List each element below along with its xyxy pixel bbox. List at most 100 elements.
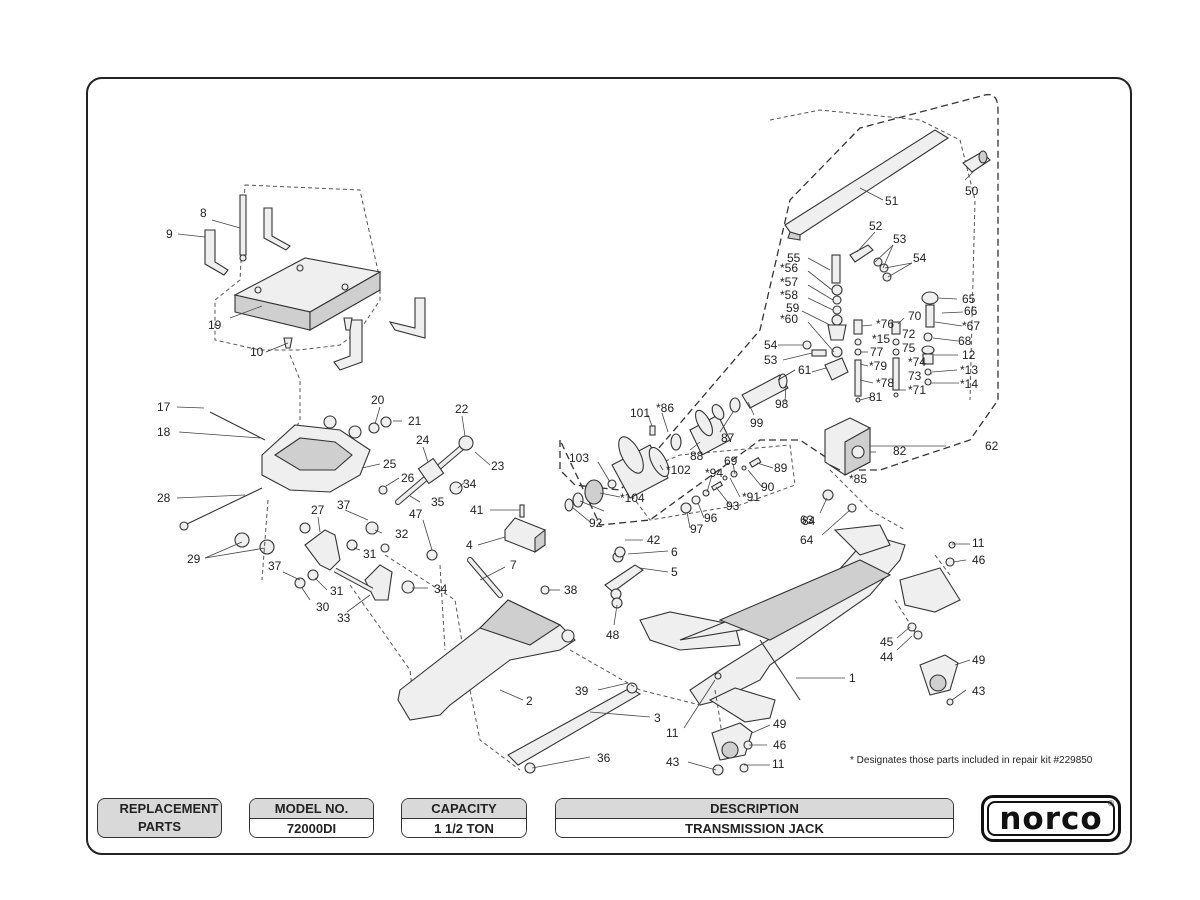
reservoir-block bbox=[824, 417, 871, 476]
model-number-label: MODEL NO. bbox=[250, 799, 373, 819]
callout: 103 bbox=[569, 451, 589, 465]
callout: 37 bbox=[337, 498, 351, 512]
callout: *71 bbox=[908, 383, 926, 397]
callout: 20 bbox=[371, 393, 385, 407]
handle-socket bbox=[395, 435, 474, 505]
callout: 98 bbox=[775, 397, 789, 411]
callout: 89 bbox=[774, 461, 788, 475]
callout: 12 bbox=[962, 348, 976, 362]
callout: 65 bbox=[962, 292, 976, 306]
callout: 30 bbox=[316, 600, 330, 614]
callout: 5 bbox=[671, 565, 678, 579]
callout: 26 bbox=[401, 471, 415, 485]
callout: 70 bbox=[908, 309, 922, 323]
replacement-parts-box: REPLACEMENT PARTS bbox=[97, 798, 222, 838]
callout: 93 bbox=[726, 499, 740, 513]
callout: 72 bbox=[902, 327, 916, 341]
callout: 46 bbox=[773, 738, 787, 752]
callout: 88 bbox=[690, 449, 704, 463]
callout: 47 bbox=[409, 507, 423, 521]
callout: 37 bbox=[268, 559, 282, 573]
valve-parts bbox=[519, 457, 762, 518]
callout: 34 bbox=[434, 582, 448, 596]
callout: *91 bbox=[742, 490, 760, 504]
callout: *102 bbox=[666, 463, 691, 477]
model-number-value: 72000DI bbox=[250, 819, 373, 837]
model-number-box: MODEL NO. 72000DI bbox=[249, 798, 374, 838]
callout: 11 bbox=[666, 726, 679, 740]
callout: 81 bbox=[869, 390, 883, 404]
ram-piston bbox=[670, 397, 741, 456]
callout: 31 bbox=[330, 584, 344, 598]
callout: 61 bbox=[798, 363, 812, 377]
callout: 23 bbox=[491, 459, 505, 473]
link-bar bbox=[604, 551, 644, 600]
callout: 54 bbox=[913, 251, 927, 265]
callout: 17 bbox=[157, 400, 171, 414]
callout: 45 bbox=[880, 635, 894, 649]
callout: 1 bbox=[849, 671, 856, 685]
callout: 11 bbox=[972, 536, 985, 550]
callout: *86 bbox=[656, 401, 674, 415]
callout: *57 bbox=[780, 275, 798, 289]
callout: 35 bbox=[431, 495, 445, 509]
callout: 96 bbox=[704, 511, 718, 525]
callout: 42 bbox=[647, 533, 661, 547]
callout: 55 bbox=[787, 251, 801, 265]
callout: 38 bbox=[564, 583, 578, 597]
callout: *78 bbox=[876, 376, 894, 390]
bottom-link-3 bbox=[507, 682, 642, 774]
callout: 6 bbox=[671, 545, 678, 559]
frame-dashed-lines bbox=[714, 469, 951, 761]
pump-column bbox=[802, 244, 892, 381]
callout: 75 bbox=[902, 341, 916, 355]
handle-grip bbox=[962, 150, 991, 173]
handle bbox=[784, 129, 950, 241]
capacity-value: 1 1/2 TON bbox=[402, 819, 526, 837]
pump-piston bbox=[741, 369, 796, 409]
ram-seals bbox=[564, 425, 656, 512]
callout: 46 bbox=[972, 553, 986, 567]
description-box: DESCRIPTION TRANSMISSION JACK bbox=[555, 798, 954, 838]
callout: 43 bbox=[972, 684, 986, 698]
callout: 49 bbox=[773, 717, 787, 731]
description-value: TRANSMISSION JACK bbox=[556, 819, 953, 837]
callout: 24 bbox=[416, 433, 430, 447]
links-left bbox=[304, 529, 393, 601]
callout: 3 bbox=[654, 711, 661, 725]
callout: 54 bbox=[764, 338, 778, 352]
callout: 69 bbox=[724, 454, 738, 468]
callout: 50 bbox=[965, 184, 979, 198]
repair-kit-note: * Designates those parts included in rep… bbox=[850, 755, 1093, 766]
norco-logo: norco ® bbox=[981, 795, 1121, 842]
callout: 77 bbox=[870, 345, 884, 359]
norco-logo-text: norco bbox=[987, 801, 1115, 836]
pump-block bbox=[504, 517, 546, 554]
hydraulic-group-outline bbox=[559, 93, 999, 526]
callout: 34 bbox=[463, 477, 477, 491]
callout: 73 bbox=[908, 369, 922, 383]
callout: 27 bbox=[311, 503, 325, 517]
callout: 49 bbox=[972, 653, 986, 667]
callout: *15 bbox=[872, 332, 890, 346]
valve-subgroup-outline-2 bbox=[769, 109, 976, 401]
callout: 97 bbox=[690, 522, 704, 536]
callout: 31 bbox=[363, 547, 377, 561]
callout: *85 bbox=[849, 472, 867, 486]
callout: 28 bbox=[157, 491, 171, 505]
callout: 64 bbox=[800, 533, 814, 547]
callout: 39 bbox=[575, 684, 589, 698]
callout: 43 bbox=[666, 755, 680, 769]
registered-mark: ® bbox=[1108, 799, 1114, 808]
callout: 90 bbox=[761, 480, 775, 494]
callout: 41 bbox=[470, 503, 484, 517]
callout: 99 bbox=[750, 416, 764, 430]
callout: 66 bbox=[964, 304, 978, 318]
callout: 4 bbox=[466, 538, 473, 552]
callout: 36 bbox=[597, 751, 611, 765]
jack-frame bbox=[639, 524, 961, 723]
callout: 7 bbox=[510, 558, 517, 572]
drawing-frame bbox=[86, 77, 1132, 855]
saddle-plate bbox=[233, 257, 382, 331]
